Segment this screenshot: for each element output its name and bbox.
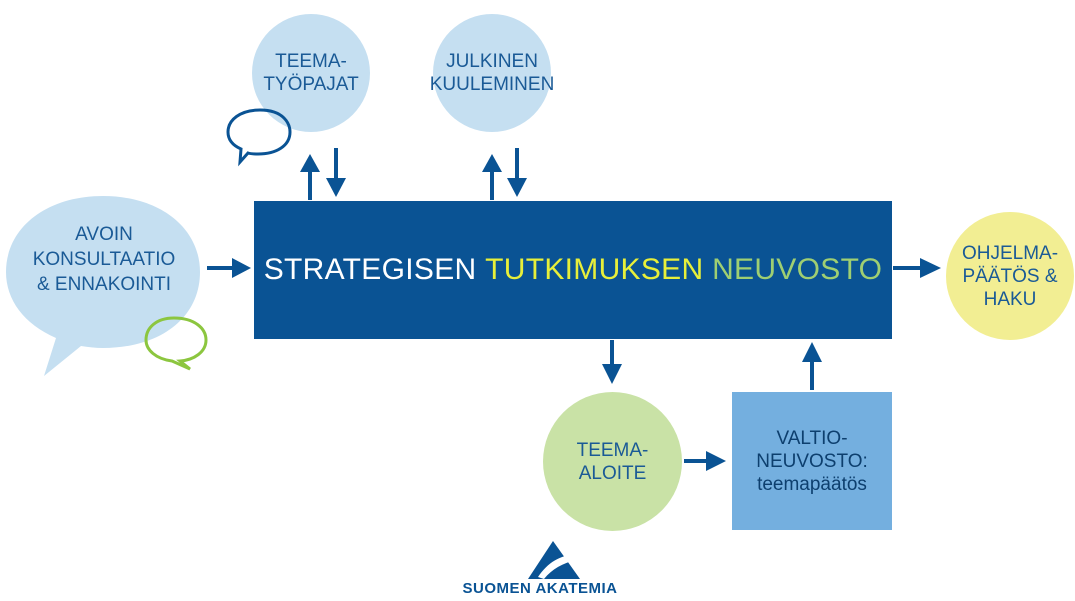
node-ohjelmapaatos: OHJELMA- PÄÄTÖS & HAKU — [946, 212, 1074, 340]
central-box: STRATEGISEN TUTKIMUKSEN NEUVOSTO — [254, 201, 892, 339]
node-julkinen-kuuleminen: JULKINEN KUULEMINEN — [430, 14, 554, 132]
central-word-3: NEUVOSTO — [703, 253, 883, 286]
suomen-akatemia-logo — [528, 541, 580, 579]
node-avoin-konsultaatio: AVOIN KONSULTAATIO & ENNAKOINTI — [32, 224, 176, 295]
node-teema-aloite: TEEMA- ALOITE — [543, 392, 682, 531]
central-word-1: STRATEGISEN — [263, 253, 486, 286]
central-word-2: TUTKIMUKSEN — [485, 253, 704, 286]
logo-text: SUOMEN AKATEMIA — [462, 580, 618, 597]
node-valtioneuvosto: VALTIO- NEUVOSTO: teemapäätös — [732, 392, 892, 530]
speech-bubble-icon — [144, 316, 208, 371]
speech-bubble-icon — [226, 108, 292, 167]
